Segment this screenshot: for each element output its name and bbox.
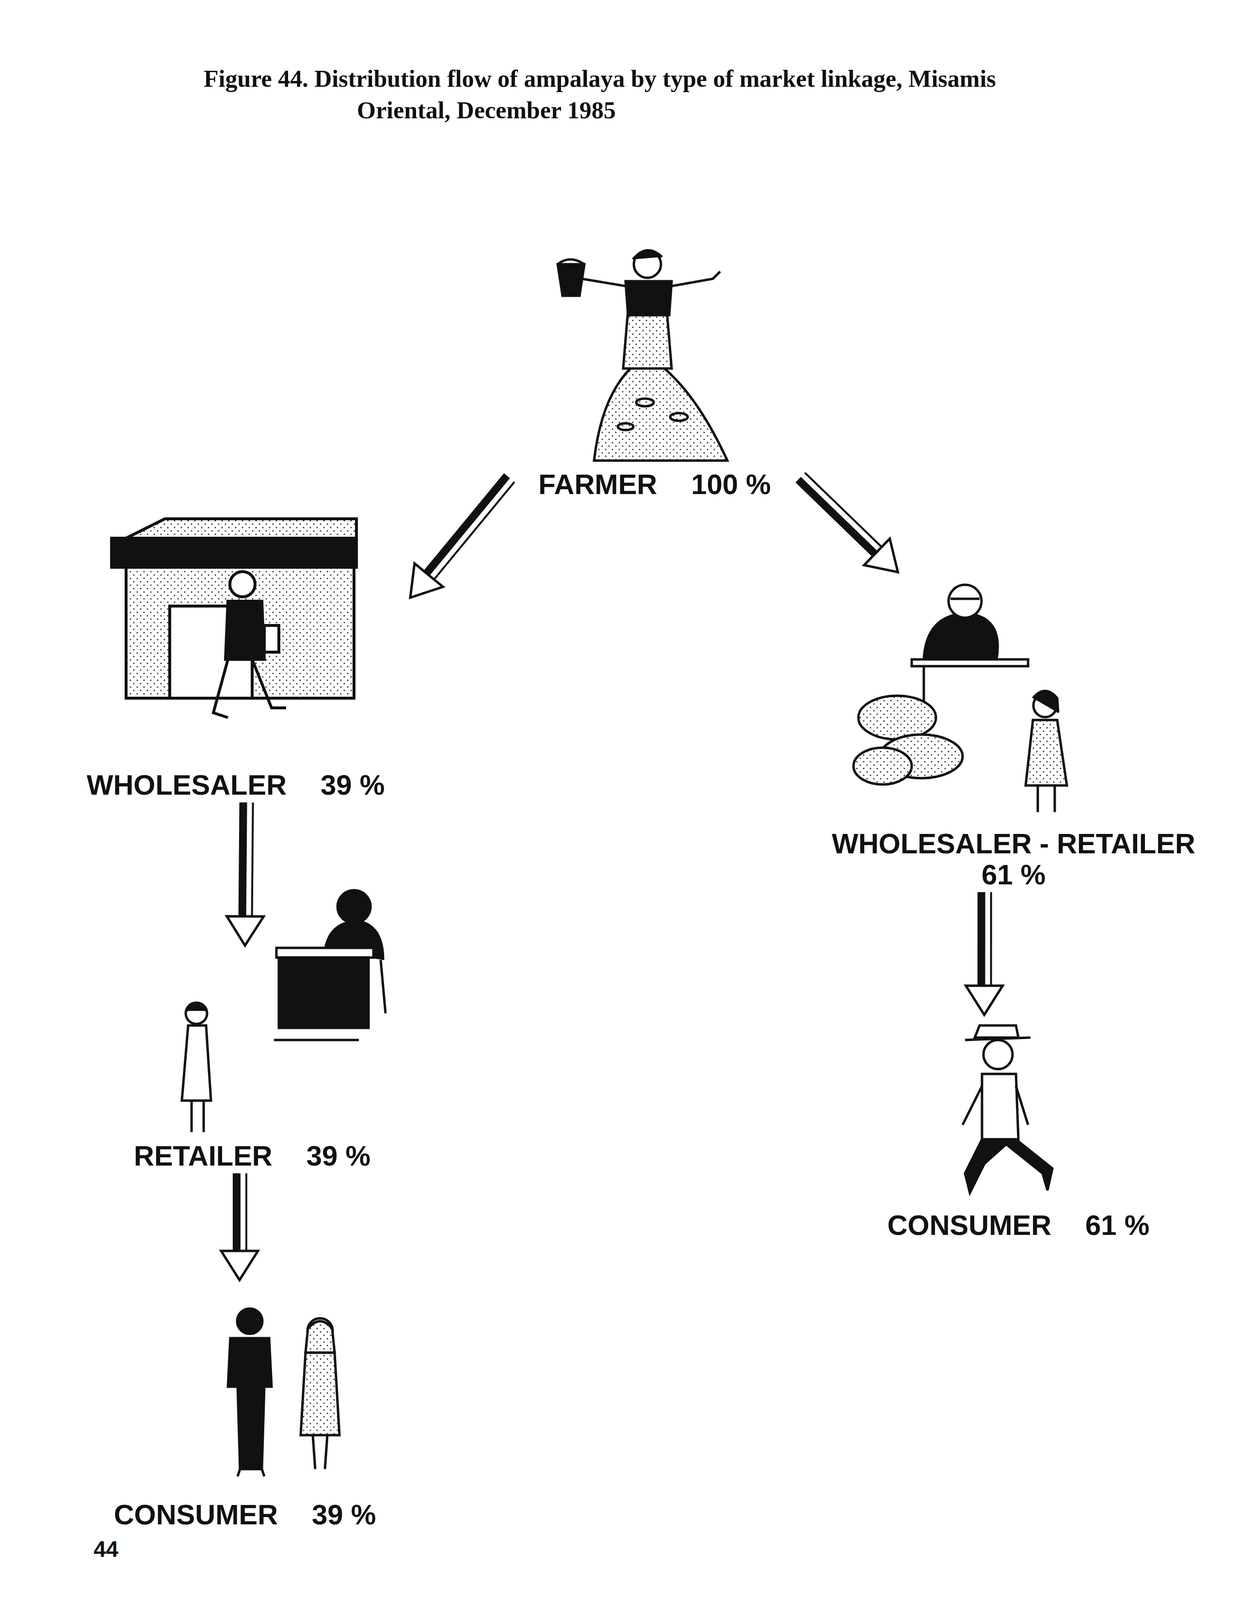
market-node: CONSUMER 61 % (863, 1014, 1174, 1243)
arrow-shaft (426, 475, 508, 574)
arrow-shaft (977, 892, 986, 986)
percentage: 61 % (1085, 1209, 1150, 1241)
flow-arrow (226, 802, 264, 946)
page-number: 44 (93, 1536, 119, 1563)
farmer-figure (557, 250, 728, 461)
consumers-figure (227, 1308, 340, 1477)
wholesaler-retailer-figure (853, 584, 1067, 813)
arrow-head (864, 538, 899, 573)
consumer-figure (962, 1025, 1053, 1193)
figure-title: Figure 44. Distribution flow of ampalaya… (203, 63, 1087, 127)
arrow-shaft (805, 472, 882, 548)
percentage: 61 % (981, 859, 1046, 891)
arrow-shaft (252, 802, 254, 917)
arrow-shaft (232, 1173, 241, 1252)
market-node: WHOLESALER - RETAILER61 % (795, 572, 1232, 893)
node-label: WHOLESALER (86, 769, 287, 801)
wholesaler-store (111, 518, 357, 718)
percentage: 39 % (311, 1499, 376, 1531)
node-label: WHOLESALER - RETAILER (831, 828, 1196, 860)
market-node: FARMER 100 % (509, 453, 801, 502)
flow-arrow (798, 472, 899, 573)
market-node: WHOLESALER 39 % (61, 514, 411, 803)
arrow-head (966, 985, 1003, 1015)
arrow-shaft (990, 892, 993, 986)
percentage: 100 % (691, 468, 771, 500)
arrow-head (410, 563, 443, 598)
flow-arrow (221, 1173, 258, 1281)
node-label: CONSUMER (887, 1209, 1052, 1241)
node-label: CONSUMER (113, 1499, 278, 1531)
arrow-shaft (242, 802, 244, 917)
percentage: 39 % (320, 769, 385, 801)
flow-arrow (966, 892, 1003, 1015)
arrow-head (221, 1251, 258, 1281)
node-label: FARMER (538, 468, 658, 500)
arrow-head (226, 916, 264, 946)
market-node: CONSUMER 39 % (87, 1280, 403, 1533)
arrow-shaft (245, 1173, 248, 1252)
percentage: 39 % (306, 1140, 371, 1172)
market-node: RETAILER 39 % (101, 945, 403, 1174)
node-label: RETAILER (133, 1140, 273, 1172)
arrow-shaft (798, 479, 875, 554)
flow-arrow (410, 475, 515, 598)
retailer-figure (181, 890, 386, 1133)
arrow-shaft (434, 482, 515, 580)
